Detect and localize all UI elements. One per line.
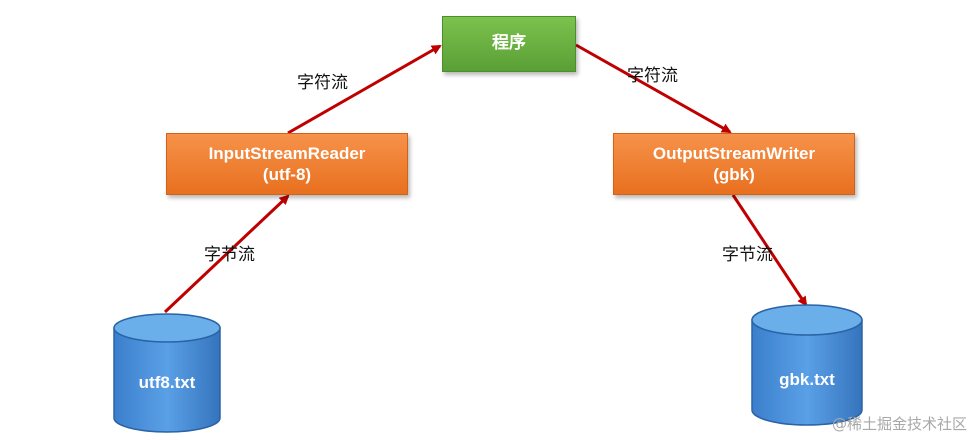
edge-label-program-to-writer: 字符流 [627,66,678,86]
program-box: 程序 [442,16,576,72]
edge-label-source-to-reader: 字节流 [204,245,255,265]
output-stream-writer-box: OutputStreamWriter (gbk) [613,133,855,195]
program-label: 程序 [492,33,526,54]
target-file-label: gbk.txt [779,370,835,389]
arrow-source-to-reader [163,194,290,314]
source-file-cylinder [113,313,221,433]
source-file-label: utf8.txt [138,373,196,392]
arrow-program-to-writer [575,43,732,134]
arrow-reader-to-program [287,44,442,135]
arrow-writer-to-target [731,194,808,307]
watermark: @稀土掘金技术社区 [831,415,967,433]
writer-label-line1: OutputStreamWriter [652,143,816,163]
writer-label-line2: (gbk) [713,165,755,184]
reader-label-line2: (utf-8) [262,165,312,184]
edge-label-reader-to-program: 字符流 [297,73,348,93]
input-stream-reader-box: InputStreamReader (utf-8) [166,133,408,195]
target-file-cylinder [751,304,863,426]
reader-label-line1: InputStreamReader [208,143,366,163]
edge-label-writer-to-target: 字节流 [722,245,773,265]
